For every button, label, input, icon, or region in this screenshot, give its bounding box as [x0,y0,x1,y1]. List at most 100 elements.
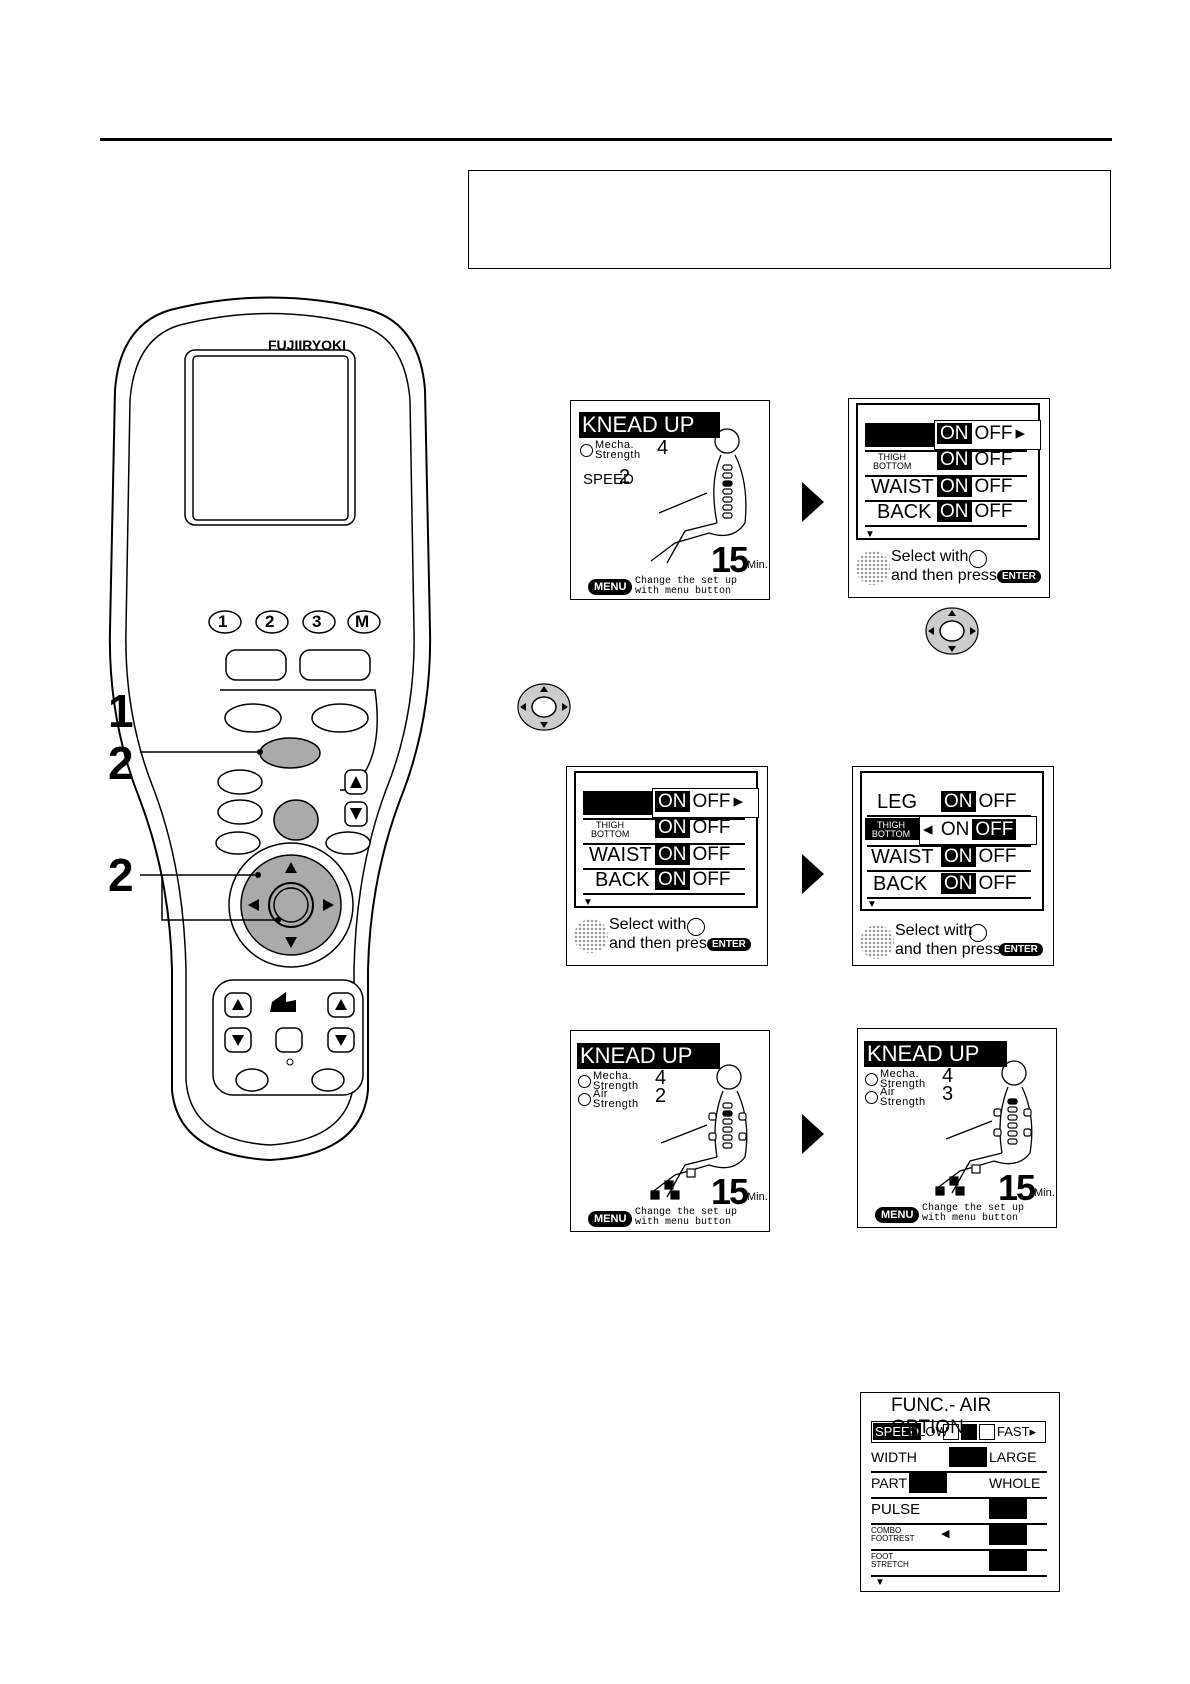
hint-line-2: with menu button [922,1213,1019,1224]
then-press-text: and then press [891,567,997,584]
part-row-3-label: WAIST [871,846,934,868]
mecha-label: Mecha. [593,1070,633,1082]
hint-line-1: Change the set up [922,1203,1025,1214]
scroll-down-icon: ▼ [583,897,593,908]
seated-figure-icon [650,428,747,564]
part-row-4-label: BACK [877,501,932,523]
lcd-screen-air-option: FUNC.- AIR OPTION SPEED ◂SLOW FAST▸ WIDT… [860,1392,1060,1592]
speed-label: SPEED [873,1423,922,1440]
mem-button-m[interactable]: M [355,612,370,631]
dpad-dotted-icon [574,919,608,953]
mode-title: KNEAD UP [579,412,720,438]
speed-label: SPEED [583,471,634,488]
strength-label: Strength [880,1078,926,1090]
menu-button-icon: MENU [588,579,633,595]
timer-unit: Min. [747,1191,768,1203]
combo-left-arrow-icon: ◀ [941,1528,950,1540]
scroll-down-icon: ▼ [867,899,877,910]
dpad-lr-icon [865,1073,878,1086]
menu-button-icon: MENU [588,1211,633,1227]
mem-button-2[interactable]: 2 [265,612,275,631]
dpad-control-icon-2 [517,683,571,731]
part-row-2-label: THIGH BOTTOM [591,820,630,839]
speed-level-1 [943,1424,959,1440]
stretch-label: STRETCH [871,1560,909,1569]
hint-line-2: with menu button [635,586,732,597]
speed-fast-label[interactable]: FAST▸ [997,1424,1037,1439]
dpad-icon [969,550,987,568]
width-large-label: LARGE [989,1449,1037,1465]
note-box [468,170,1111,269]
mecha-strength-value: 4 [655,1067,667,1089]
part-row-1-label: LEG [877,791,918,813]
dpad-ud-icon [578,1093,591,1106]
mecha-strength-value: 4 [942,1065,954,1087]
timer-value: 15 [998,1167,1036,1208]
mode-title: KNEAD UP [864,1041,1007,1067]
then-press-text: and then press [609,935,715,952]
air-label: Air [880,1086,895,1098]
timer-unit: Min. [1034,1187,1055,1199]
next-arrow-icon-3 [802,1114,824,1154]
part-row-3-label: WAIST [871,476,934,498]
next-arrow-icon [802,482,824,522]
strength-label: Strength [595,449,641,461]
remote-control [108,296,432,1162]
speed-slow-label[interactable]: ◂SLOW [903,1424,948,1439]
menu-button-icon: MENU [875,1207,920,1223]
dpad-lr-icon [578,1075,591,1088]
hint-line-1: Change the set up [635,576,738,587]
timer-unit: Min. [747,559,768,571]
then-press-text: and then press [895,941,1001,958]
width-label: WIDTH [871,1449,917,1465]
pulse-label: PULSE [871,1501,921,1518]
strength-label: Strength [593,1080,639,1092]
mode-title: KNEAD UP [577,1043,720,1069]
dpad-lr-icon [580,444,593,457]
lcd-screen-knead-air-2: KNEAD UP Mecha. Strength 4 Air Strength … [570,1030,770,1232]
timer-value: 15 [711,1171,749,1212]
air-strength-value: 2 [655,1085,667,1107]
part-row-4-label: BACK [595,869,650,891]
dpad-icon [687,918,705,936]
speed-value: 2 [619,466,631,488]
header-rule [100,138,1112,141]
lcd-screen-knead-air-3: KNEAD UP Mecha. Strength 4 Air Strength … [857,1028,1057,1228]
mem-button-1[interactable]: 1 [218,612,228,631]
enter-button-icon: ENTER [997,570,1041,583]
combo-value-fill [989,1525,1027,1545]
footrest-label: FOOTREST [871,1534,915,1543]
enter-button-icon: ENTER [707,938,751,951]
brand-logo: FUJIIRYOKI [268,337,347,353]
air-strength-label: Strength [593,1098,639,1110]
callout-step-2-dpad: 2 [108,849,134,901]
mem-button-3[interactable]: 3 [312,612,322,631]
select-with-text: Select with [609,916,687,933]
pulse-value-fill [989,1499,1027,1519]
stretch-value-fill [989,1551,1027,1571]
width-value-fill [949,1447,987,1467]
timer-value: 15 [711,539,749,580]
speed-level-3 [979,1424,995,1440]
scroll-down-icon: ▼ [875,1577,885,1588]
air-strength-value: 3 [942,1083,954,1105]
part-row-2-label: THIGH BOTTOM [873,452,912,471]
hint-line-2: with menu button [635,1217,732,1228]
dpad-control-icon [925,607,979,655]
foot-label: FOOT [871,1552,894,1561]
